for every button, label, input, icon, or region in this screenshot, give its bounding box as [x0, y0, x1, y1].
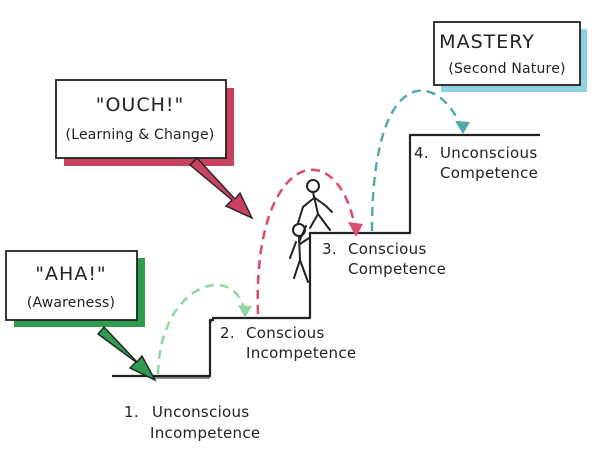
arc-mastery-to-stage4 [370, 89, 465, 232]
stage-4-line2: Competence [440, 164, 538, 182]
staircase-shadow [153, 321, 212, 379]
callout-ouch: "OUCH!" (Learning & Change) [55, 79, 234, 166]
stage-2-label: 2. Conscious Incompetence [220, 324, 356, 362]
arc-ouch-arrowhead [348, 222, 363, 237]
stage-4-line1: Unconscious [440, 144, 537, 162]
svg-text:4. Unconscious: 4. Unconscious [414, 144, 537, 162]
stage-3-number: 3. [322, 240, 337, 258]
stage-1-line2: Incompetence [150, 424, 260, 442]
stage-1-number: 1. [124, 403, 139, 421]
svg-text:2. Conscious: 2. Conscious [220, 324, 325, 342]
callout-aha-title: "AHA!" [35, 263, 106, 285]
callout-mastery-subtitle: (Second Nature) [448, 61, 565, 77]
callout-mastery-title: MASTERY [439, 31, 535, 53]
callout-mastery: MASTERY (Second Nature) [433, 21, 587, 92]
stage-4-label: 4. Unconscious Competence [414, 144, 538, 182]
arc-ouch-to-stage3 [256, 168, 358, 315]
stage-4-number: 4. [414, 144, 429, 162]
staircase-outline [112, 133, 540, 378]
callout-aha: "AHA!" (Awareness) [5, 250, 145, 327]
stage-1-line1: Unconscious [152, 403, 249, 421]
stage-3-line1: Conscious [348, 240, 427, 258]
callout-aha-subtitle: (Awareness) [27, 295, 115, 311]
stage-3-label: 3. Conscious Competence [322, 240, 446, 278]
stage-2-line1: Conscious [246, 324, 325, 342]
arrow-aha [96, 325, 157, 382]
climbing-figures-icon [289, 179, 333, 283]
stage-2-line2: Incompetence [246, 344, 356, 362]
callout-ouch-title: "OUCH!" [96, 94, 185, 116]
svg-text:3. Conscious: 3. Conscious [322, 240, 427, 258]
svg-text:1. Unconscious: 1. Unconscious [124, 403, 249, 421]
stage-2-number: 2. [220, 324, 235, 342]
arc-mastery-arrowhead [455, 121, 470, 134]
stage-1-label: 1. Unconscious Incompetence [124, 403, 260, 442]
arc-aha-arrowhead [238, 305, 252, 318]
arc-aha-to-stage2 [156, 283, 247, 375]
arrow-ouch [188, 156, 254, 220]
stage-3-line2: Competence [348, 260, 446, 278]
callout-ouch-subtitle: (Learning & Change) [66, 127, 215, 143]
